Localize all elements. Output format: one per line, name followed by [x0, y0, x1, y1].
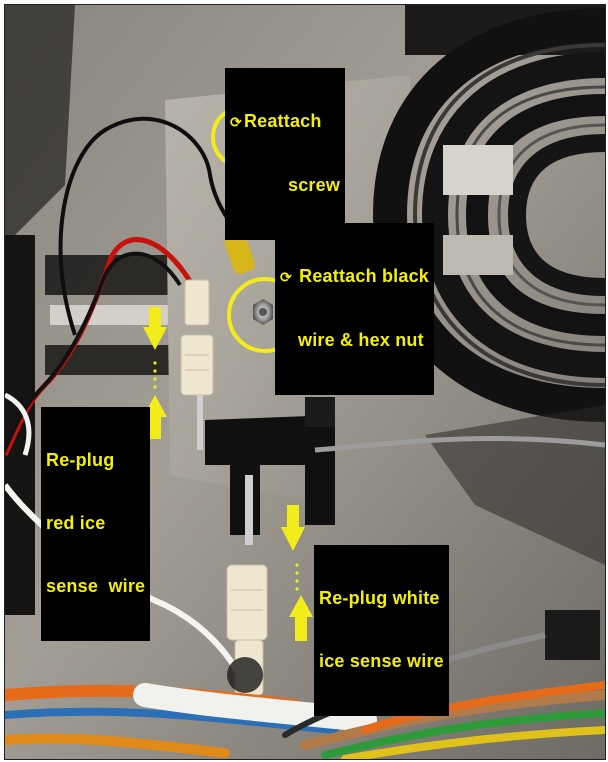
reattach-screw-label: ⟳Reattach screw [225, 68, 346, 240]
ice-sensor-bracket [205, 415, 335, 535]
sensor-pin-2 [245, 475, 253, 545]
replug-white-label: Re-plug white ice sense wire [314, 545, 449, 716]
replug-red-label: Re-plug red ice sense wire [41, 407, 151, 641]
reattach-screw-line2: screw [288, 175, 341, 195]
replug-red-line2: red ice [46, 513, 106, 533]
replug-white-line2: ice sense wire [319, 651, 444, 671]
gray-wire [314, 436, 605, 453]
white-sensor-terminal [226, 564, 268, 641]
shadow-right [425, 405, 605, 565]
photo-frame: ⟳Reattach screw ⟳ Reattach black wire & … [4, 4, 606, 760]
ribbon-cable-coil [372, 8, 605, 422]
red-sensor-terminal [180, 334, 214, 396]
reattach-black-wire-line2: wire & hex nut [298, 330, 424, 350]
black-wire [58, 116, 242, 336]
ring-terminal [224, 234, 256, 274]
replug-red-line3: sense wire [46, 576, 146, 596]
shadow-corner [5, 5, 75, 245]
coil-clip [443, 145, 513, 195]
red-wire-connector [184, 279, 210, 326]
rail-highlight [50, 305, 180, 325]
white-wire-replug-arrows [281, 505, 313, 641]
reattach-black-wire-line1: Reattach black [299, 266, 429, 286]
reattach-screw-line1: Reattach [243, 111, 322, 131]
rotate-clockwise-icon: ⟳ [280, 269, 292, 285]
white-wire [5, 483, 248, 687]
rotate-clockwise-icon: ⟳ [230, 114, 242, 130]
reattach-black-wire-label: ⟳ Reattach black wire & hex nut [275, 223, 434, 395]
replug-red-line1: Re-plug [46, 450, 115, 470]
coil-clip-2 [443, 235, 513, 275]
sensor-pin [197, 395, 203, 450]
replug-white-line1: Re-plug white [319, 588, 440, 608]
wire-harness [5, 681, 605, 759]
harness-connector [545, 610, 600, 660]
